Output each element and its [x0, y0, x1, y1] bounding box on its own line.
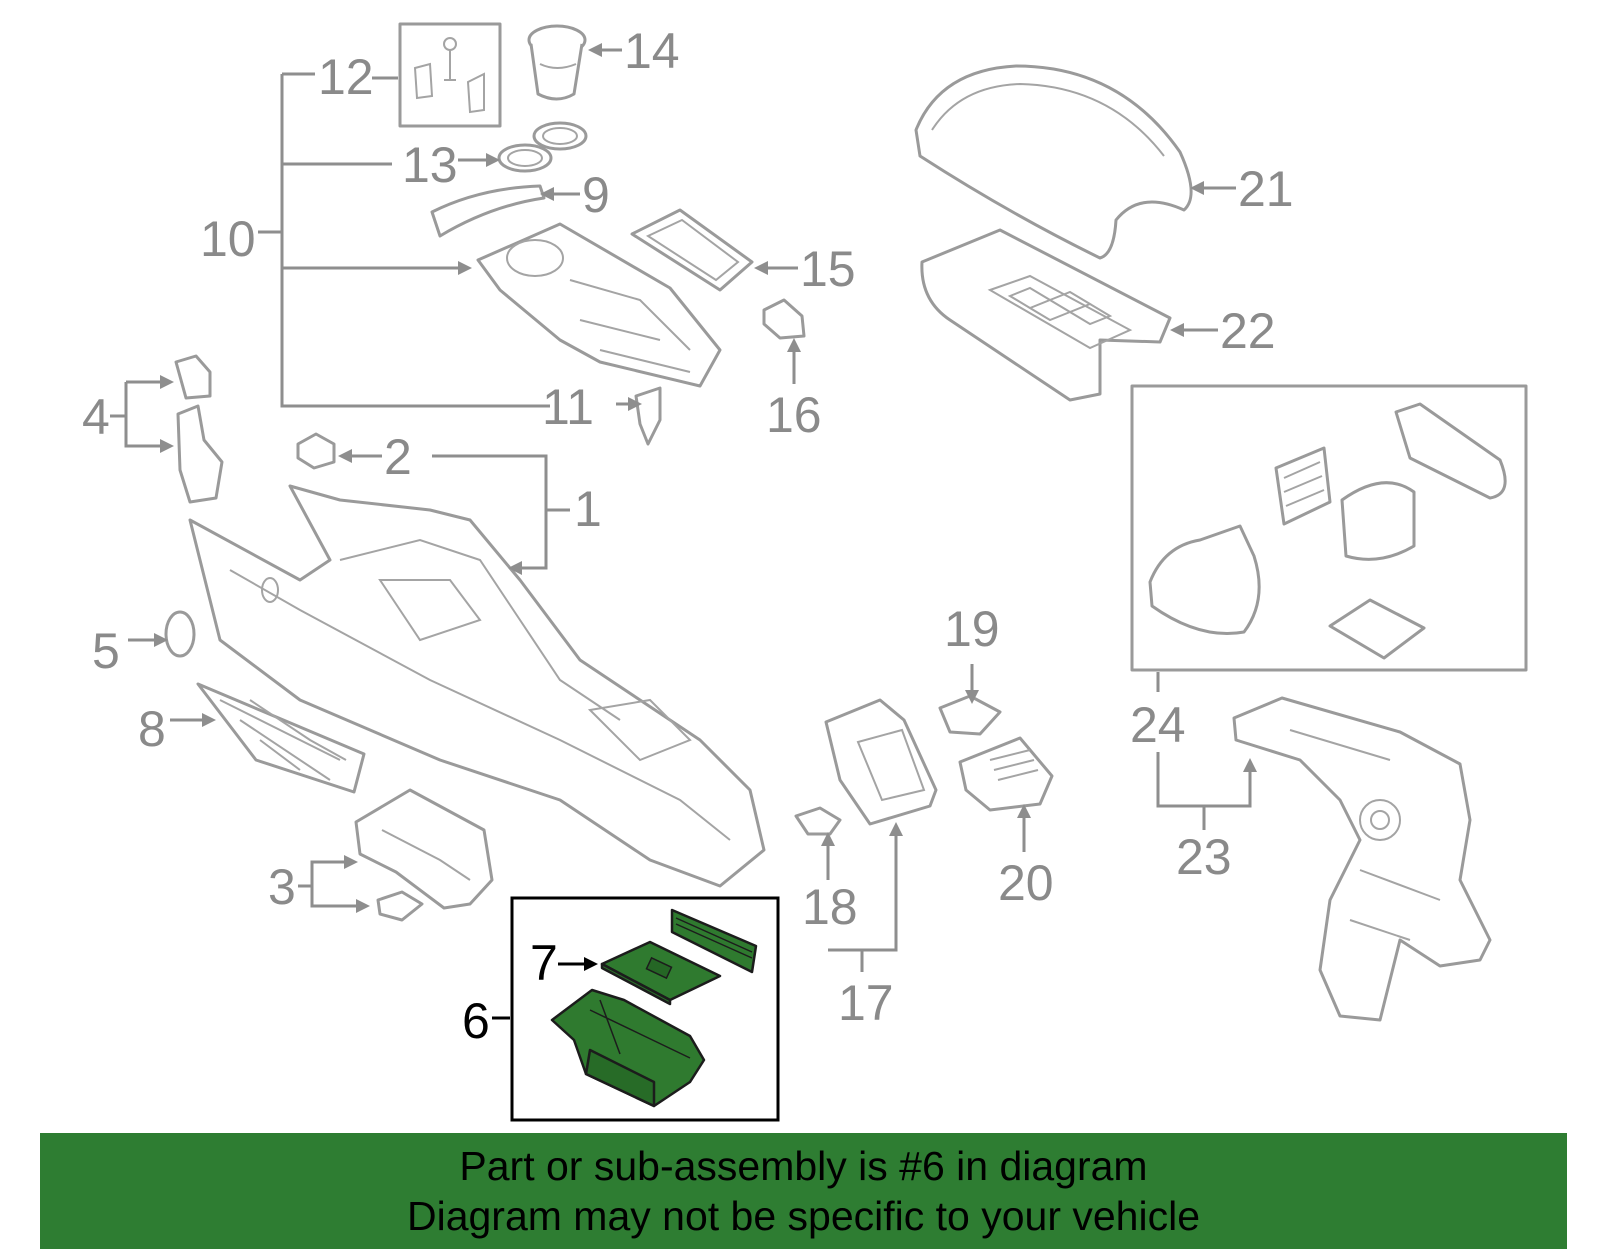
- callout-13: 13: [402, 137, 458, 193]
- part-14-cup-insert: [527, 24, 587, 101]
- callout-4: 4: [82, 389, 110, 445]
- callout-16: 16: [766, 387, 822, 443]
- highlight-callouts: 7 6: [462, 935, 558, 1049]
- callout-6: 6: [462, 993, 490, 1049]
- part-21-armrest-lid: [914, 64, 1193, 260]
- part-5-ring: [164, 610, 196, 658]
- part-23-console-frame: [1232, 696, 1492, 1022]
- notice-line-disclaimer: Diagram may not be specific to your vehi…: [406, 1193, 1200, 1239]
- part-19-panel: [938, 694, 1002, 736]
- callout-11: 11: [542, 379, 594, 435]
- callout-8: 8: [138, 701, 166, 757]
- part-4-brackets: [174, 354, 224, 504]
- part-1-main-console: [188, 484, 766, 888]
- part-17-bezel: [824, 698, 938, 826]
- callout-12: 12: [318, 49, 374, 105]
- callout-18: 18: [802, 879, 858, 935]
- highlight-leaders: [492, 957, 598, 1020]
- callout-14: 14: [624, 23, 680, 79]
- callout-21: 21: [1238, 161, 1294, 217]
- notice-line-part-number: Part or sub-assembly is #6 in diagram: [459, 1143, 1148, 1189]
- callout-1: 1: [574, 481, 602, 537]
- leader-lines: [110, 48, 1252, 972]
- notice-banner: Part or sub-assembly is #6 in diagram Di…: [40, 1133, 1567, 1249]
- part-10-upper-console: [476, 222, 722, 388]
- part-24-kit: [1130, 384, 1528, 672]
- callout-10: 10: [200, 211, 256, 267]
- highlight-box-part-6: [510, 896, 780, 1122]
- callout-7: 7: [530, 935, 558, 991]
- part-15-tray-mat: [630, 208, 754, 292]
- part-8-net: [196, 682, 366, 794]
- callout-24: 24: [1130, 697, 1186, 753]
- callout-17: 17: [838, 975, 894, 1031]
- callout-15: 15: [800, 241, 856, 297]
- callout-9: 9: [582, 167, 610, 223]
- part-18-clip: [794, 806, 842, 836]
- part-16-clip: [762, 298, 806, 340]
- part-13-cup-rings: [497, 121, 588, 173]
- callout-labels: 1 2 3 4 5 8 9 10 11 12 13 14 15 16 17 18…: [82, 23, 1294, 1031]
- callout-22: 22: [1220, 303, 1276, 359]
- part-20-vent: [958, 736, 1054, 812]
- callout-3: 3: [268, 859, 296, 915]
- callout-5: 5: [92, 623, 120, 679]
- part-9-trim-strip: [430, 184, 546, 238]
- callout-19: 19: [944, 601, 1000, 657]
- part-11-bracket: [634, 386, 662, 446]
- part-12-clip-kit: [398, 22, 502, 128]
- callout-20: 20: [998, 855, 1054, 911]
- part-2-switch: [296, 432, 336, 470]
- callout-23: 23: [1176, 829, 1232, 885]
- leader-arrowheads: [154, 43, 1257, 913]
- part-3-tray-bracket: [354, 788, 494, 922]
- part-6-storage-bin: [550, 988, 706, 1108]
- callout-2: 2: [384, 429, 412, 485]
- part-22-armrest-base: [920, 228, 1172, 402]
